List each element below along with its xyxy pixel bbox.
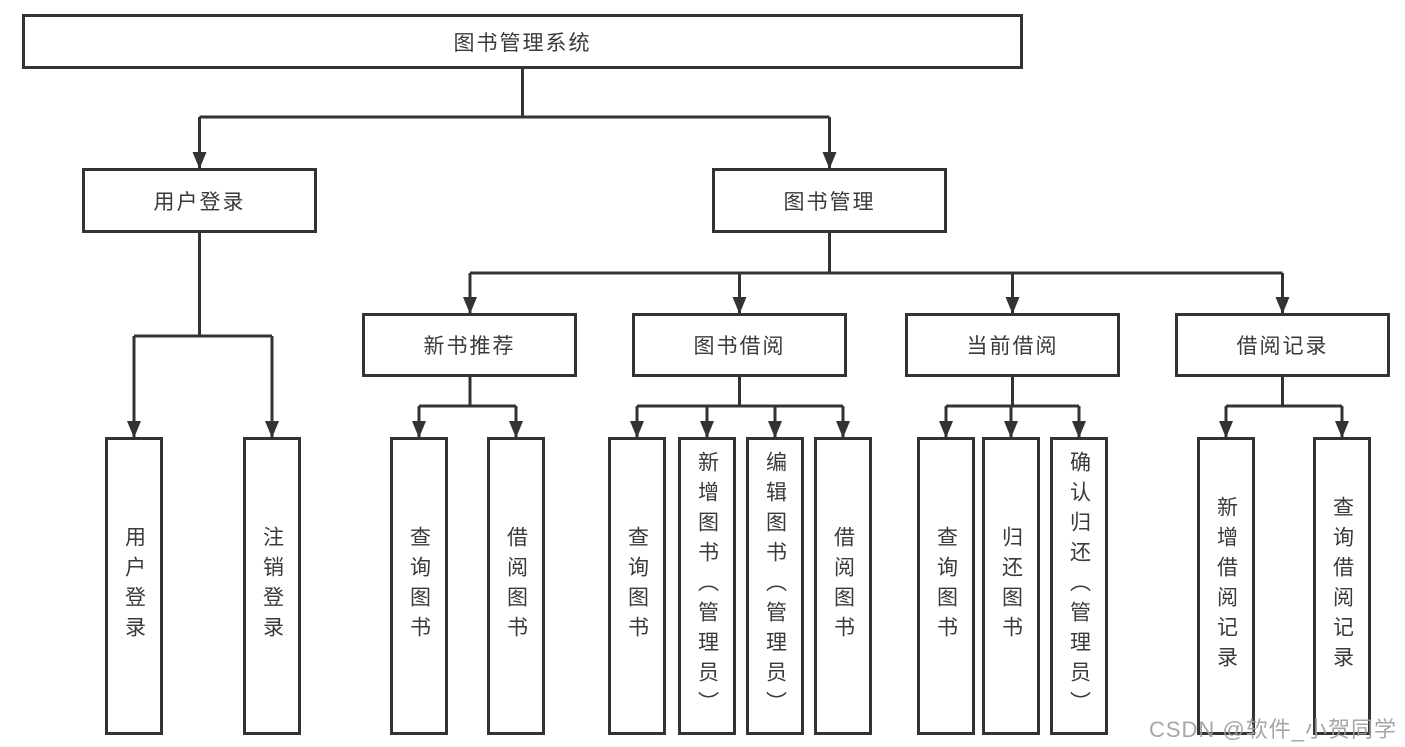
connector-records-trunk xyxy=(1226,377,1342,408)
node-label: 用户登录 xyxy=(122,526,146,646)
connector-root-trunk xyxy=(199,69,830,119)
node-borrow-records: 借阅记录 xyxy=(1175,313,1390,377)
leaf-current-query-books: 查询图书 xyxy=(917,437,975,735)
csdn-watermark: CSDN @软件_小贺同学 xyxy=(1148,717,1397,742)
connector-current-trunk xyxy=(946,377,1079,408)
leaf-recommend-borrow-books: 借阅图书 xyxy=(487,437,545,735)
node-label: 编辑图书（管理员） xyxy=(763,451,787,721)
node-label: 图书借阅 xyxy=(693,335,786,358)
leaf-borrow-edit-books-admin: 编辑图书（管理员） xyxy=(746,437,804,735)
node-user-login: 用户登录 xyxy=(82,168,317,233)
node-book-borrow: 图书借阅 xyxy=(632,313,847,377)
node-new-book-recommend: 新书推荐 xyxy=(362,313,577,377)
node-label: 新增借阅记录 xyxy=(1214,496,1238,676)
node-current-borrow: 当前借阅 xyxy=(905,313,1120,377)
node-label: 当前借阅 xyxy=(966,335,1059,358)
leaf-logout: 注销登录 xyxy=(243,437,301,735)
node-root-system: 图书管理系统 xyxy=(22,14,1023,69)
node-label: 借阅图书 xyxy=(504,526,528,646)
connector-login-trunk xyxy=(134,233,272,338)
node-label: 归还图书 xyxy=(999,526,1023,646)
node-label: 查询图书 xyxy=(407,526,431,646)
node-label: 借阅记录 xyxy=(1236,335,1329,358)
node-label: 查询图书 xyxy=(934,526,958,646)
connector-borrow-trunk xyxy=(637,377,843,408)
node-label: 注销登录 xyxy=(260,526,284,646)
connector-recommend-trunk xyxy=(419,377,516,408)
leaf-current-confirm-return-admin: 确认归还（管理员） xyxy=(1050,437,1108,735)
leaf-borrow-query-books: 查询图书 xyxy=(608,437,666,735)
leaf-user-login: 用户登录 xyxy=(105,437,163,735)
leaf-records-add-record: 新增借阅记录 xyxy=(1197,437,1255,735)
node-label: 新增图书（管理员） xyxy=(695,451,719,721)
node-label: 查询图书 xyxy=(625,526,649,646)
node-label: 查询借阅记录 xyxy=(1330,496,1354,676)
node-label: 图书管理 xyxy=(783,190,876,214)
leaf-records-query-record: 查询借阅记录 xyxy=(1313,437,1371,735)
node-label: 新书推荐 xyxy=(423,335,516,358)
connector-management-trunk xyxy=(470,233,1283,275)
leaf-current-return-books: 归还图书 xyxy=(982,437,1040,735)
leaf-recommend-query-books: 查询图书 xyxy=(390,437,448,735)
node-label: 借阅图书 xyxy=(831,526,855,646)
node-label: 用户登录 xyxy=(153,190,246,214)
node-label: 确认归还（管理员） xyxy=(1067,451,1091,721)
leaf-borrow-add-books-admin: 新增图书（管理员） xyxy=(678,437,736,735)
leaf-borrow-borrow-books: 借阅图书 xyxy=(814,437,872,735)
node-book-management: 图书管理 xyxy=(712,168,947,233)
node-label: 图书管理系统 xyxy=(453,31,592,55)
